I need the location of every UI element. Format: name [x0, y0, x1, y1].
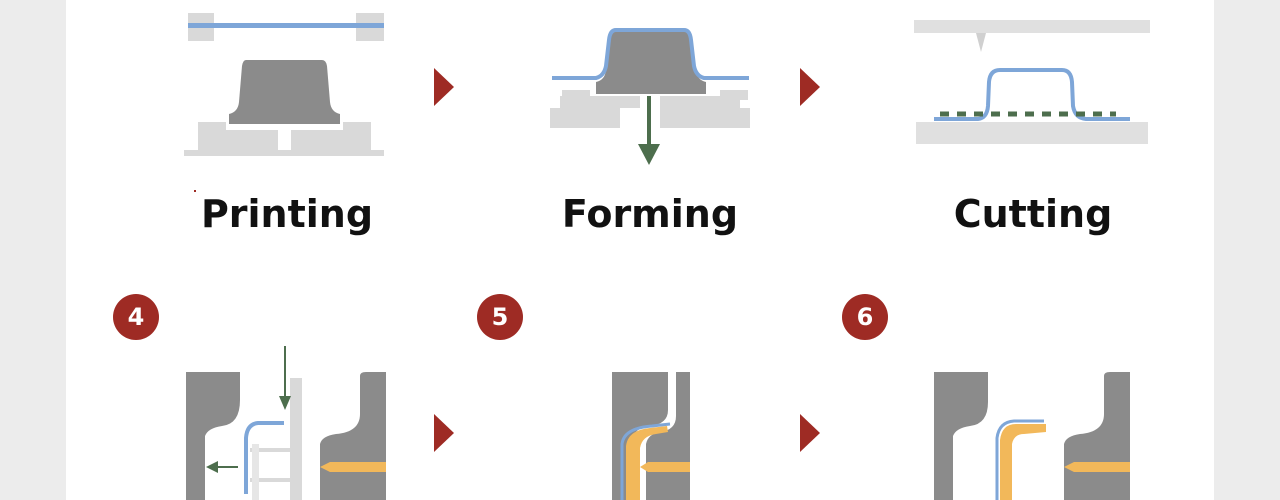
- forming-mold: [596, 32, 706, 94]
- step5-illustration: [612, 372, 690, 500]
- cutting-part-fill: [984, 70, 1086, 116]
- printing-mold: [229, 60, 340, 124]
- step-label-cutting: Cutting: [953, 192, 1113, 236]
- holder-rung-2: [250, 478, 290, 482]
- gate-tip: [320, 462, 330, 472]
- step-badge-6: 6: [842, 294, 888, 340]
- process-arrow-5: [800, 414, 820, 452]
- resin-runner: [648, 462, 690, 472]
- formed-film: [552, 28, 749, 80]
- base-right: [291, 122, 371, 155]
- cut-film: [934, 68, 1130, 121]
- holder-rung-1: [250, 448, 290, 452]
- support-right: [660, 96, 750, 128]
- mold-right-half: [320, 372, 386, 500]
- base-left: [198, 122, 278, 155]
- cutting-illustration: [914, 20, 1150, 144]
- step-badge-4: 4: [113, 294, 159, 340]
- small-mark: [194, 190, 196, 192]
- vacuum-arrow-head: [638, 144, 660, 165]
- mold-left-open: [934, 372, 988, 500]
- mold-left-half: [186, 372, 240, 500]
- right-margin-band: [1214, 0, 1280, 500]
- retract-arrow-shaft: [214, 466, 238, 468]
- robot-holder: [290, 378, 302, 500]
- molded-part: [1000, 424, 1046, 500]
- process-arrow-4: [434, 414, 454, 452]
- mold-right-open: [1064, 372, 1130, 500]
- sprue-tip: [1064, 462, 1074, 472]
- process-arrow-1: [434, 68, 454, 106]
- step-label-forming: Forming: [561, 192, 739, 236]
- step4-illustration: [186, 346, 386, 500]
- insert-arrow-shaft: [284, 346, 286, 400]
- resin-gate: [330, 462, 386, 472]
- support-left: [550, 96, 640, 128]
- step-badge-5: 5: [477, 294, 523, 340]
- left-margin-band: [0, 0, 66, 500]
- film-sheet: [188, 23, 384, 28]
- step6-illustration: [934, 372, 1130, 500]
- cutter-blade: [976, 33, 986, 52]
- holder-pin: [252, 444, 259, 500]
- step-label-printing: Printing: [200, 192, 374, 236]
- printing-illustration: [184, 13, 384, 192]
- process-arrow-2: [800, 68, 820, 106]
- injected-resin: [626, 426, 668, 500]
- forming-illustration: [550, 28, 750, 165]
- insert-film: [244, 421, 284, 494]
- base-floor: [184, 150, 384, 156]
- cutting-base: [916, 122, 1148, 144]
- sprue: [1074, 462, 1130, 472]
- retract-arrow-head: [206, 461, 218, 473]
- insert-arrow-head: [279, 396, 291, 410]
- decorated-film: [995, 419, 1044, 500]
- cutter-bar: [914, 20, 1150, 33]
- vacuum-arrow-shaft: [647, 96, 651, 146]
- runner-tip: [640, 462, 648, 472]
- film-layer: [620, 422, 671, 500]
